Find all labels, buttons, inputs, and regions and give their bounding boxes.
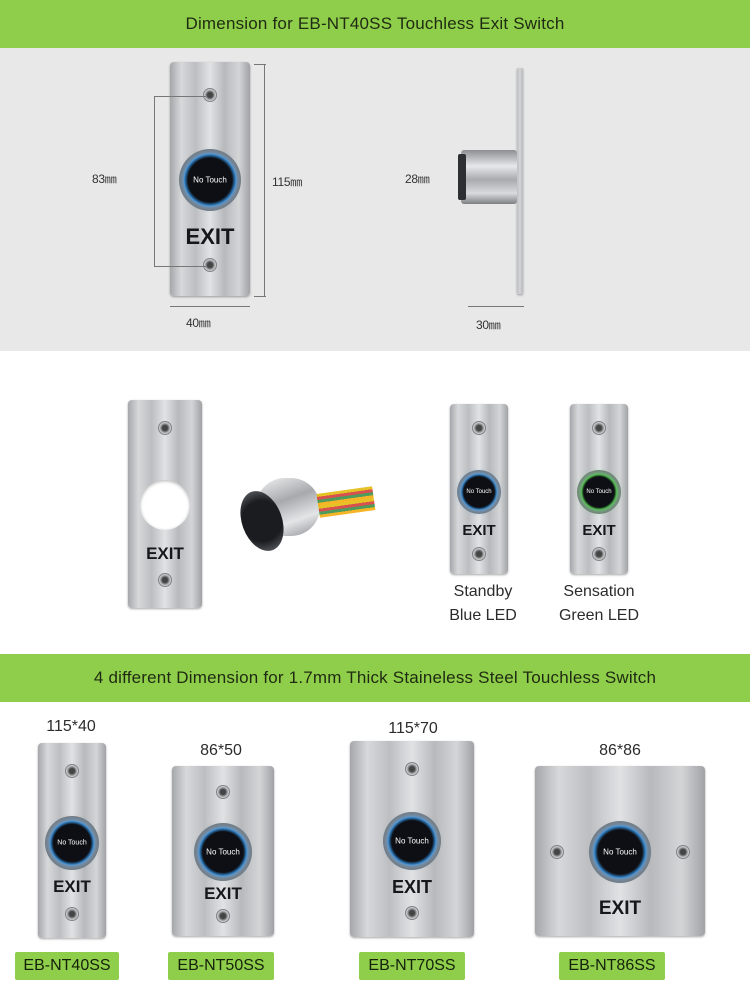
dim-line-40 (170, 306, 250, 307)
dim-tick (154, 96, 206, 97)
screw-hole-left (550, 845, 564, 859)
side-plate (517, 68, 523, 294)
plate-with-hole: EXIT (128, 400, 202, 608)
model-tag-86ss: EB-NT86SS (559, 952, 665, 980)
exit-label: EXIT (53, 877, 91, 896)
standby-caption: Standby Blue LED (449, 583, 517, 624)
exit-label: EXIT (582, 522, 616, 539)
size-label-40ss: 115*40 (46, 718, 96, 735)
dim-tick (254, 296, 266, 297)
dim-label-115: 115㎜ (272, 175, 302, 189)
screw-hole-top (216, 785, 230, 799)
screw-hole-top (203, 88, 217, 102)
blue-led-ring: No Touch (199, 828, 247, 876)
side-cylinder (461, 150, 517, 204)
no-touch-label: No Touch (57, 839, 87, 847)
sensation-caption: Sensation Green LED (558, 583, 640, 624)
touch-button: No Touch (457, 470, 501, 514)
screw-hole-bottom (216, 909, 230, 923)
dimension-panel: No Touch EXIT 83㎜ 115㎜ 40㎜ 28㎜ 30㎜ (0, 48, 750, 351)
screw-hole-bottom (472, 547, 486, 561)
plate-50ss: No Touch EXIT (172, 766, 274, 936)
banner-top: Dimension for EB-NT40SS Touchless Exit S… (0, 0, 750, 48)
touch-button: No Touch (383, 812, 441, 870)
screw-hole-top (405, 762, 419, 776)
model-tag-50ss: EB-NT50SS (168, 952, 274, 980)
no-touch-label: No Touch (206, 847, 240, 857)
exit-label: EXIT (462, 522, 496, 539)
blue-led-ring: No Touch (594, 826, 646, 878)
green-led-ring: No Touch (581, 474, 617, 510)
side-cap (458, 154, 466, 200)
blue-led-ring: No Touch (461, 474, 497, 510)
dim-label-40: 40㎜ (186, 316, 211, 330)
mount-hole (140, 480, 190, 530)
touch-button: No Touch (589, 821, 651, 883)
blue-led-ring: No Touch (50, 821, 94, 865)
no-touch-label: No Touch (466, 489, 492, 495)
size-label-86ss: 86*86 (599, 742, 641, 759)
exit-label: EXIT (391, 877, 432, 897)
exit-label: EXIT (598, 898, 642, 919)
screw-hole-top (472, 421, 486, 435)
screw-hole-bottom (203, 258, 217, 272)
screw-hole-bottom (65, 907, 79, 921)
touch-button: No Touch (45, 816, 99, 870)
screw-hole-bottom (405, 906, 419, 920)
touch-button: No Touch (179, 149, 241, 211)
dim-tick (154, 266, 206, 267)
sensor-module (232, 470, 376, 557)
dim-tick (254, 64, 266, 65)
exit-label: EXIT (146, 544, 184, 563)
banner-middle: 4 different Dimension for 1.7mm Thick St… (0, 654, 750, 702)
sensor-wires (316, 486, 376, 518)
plate-70ss: No Touch EXIT (350, 741, 474, 937)
screw-hole-bottom (592, 547, 606, 561)
screw-hole-top (158, 421, 172, 435)
dim-label-83: 83㎜ (92, 172, 117, 186)
dim-line-30 (468, 306, 524, 307)
model-tag-40ss: EB-NT40SS (15, 952, 119, 980)
touch-button: No Touch (194, 823, 252, 881)
dim-label-28: 28㎜ (405, 172, 430, 186)
screw-hole-top (65, 764, 79, 778)
plate-86ss: No Touch EXIT (535, 766, 705, 936)
front-plate: No Touch EXIT (170, 62, 250, 296)
dim-line-83 (154, 96, 155, 266)
exit-label: EXIT (185, 224, 235, 249)
model-tag-70ss: EB-NT70SS (359, 952, 465, 980)
dim-line-115 (264, 64, 265, 296)
no-touch-label: No Touch (193, 175, 227, 185)
no-touch-label: No Touch (586, 489, 612, 495)
size-label-70ss: 115*70 (388, 720, 438, 737)
blue-led-ring: No Touch (184, 154, 236, 206)
screw-hole-top (592, 421, 606, 435)
dim-label-30: 30㎜ (476, 318, 501, 332)
standby-plate: No Touch EXIT (450, 404, 508, 574)
no-touch-label: No Touch (603, 847, 637, 857)
sensation-plate: No Touch EXIT (570, 404, 628, 574)
blue-led-ring: No Touch (388, 817, 436, 865)
no-touch-label: No Touch (395, 836, 429, 846)
plate-40ss: No Touch EXIT (38, 743, 106, 938)
touch-button: No Touch (577, 470, 621, 514)
screw-hole-right (676, 845, 690, 859)
exit-label: EXIT (204, 884, 242, 903)
screw-hole-bottom (158, 573, 172, 587)
size-label-50ss: 86*50 (200, 742, 242, 759)
